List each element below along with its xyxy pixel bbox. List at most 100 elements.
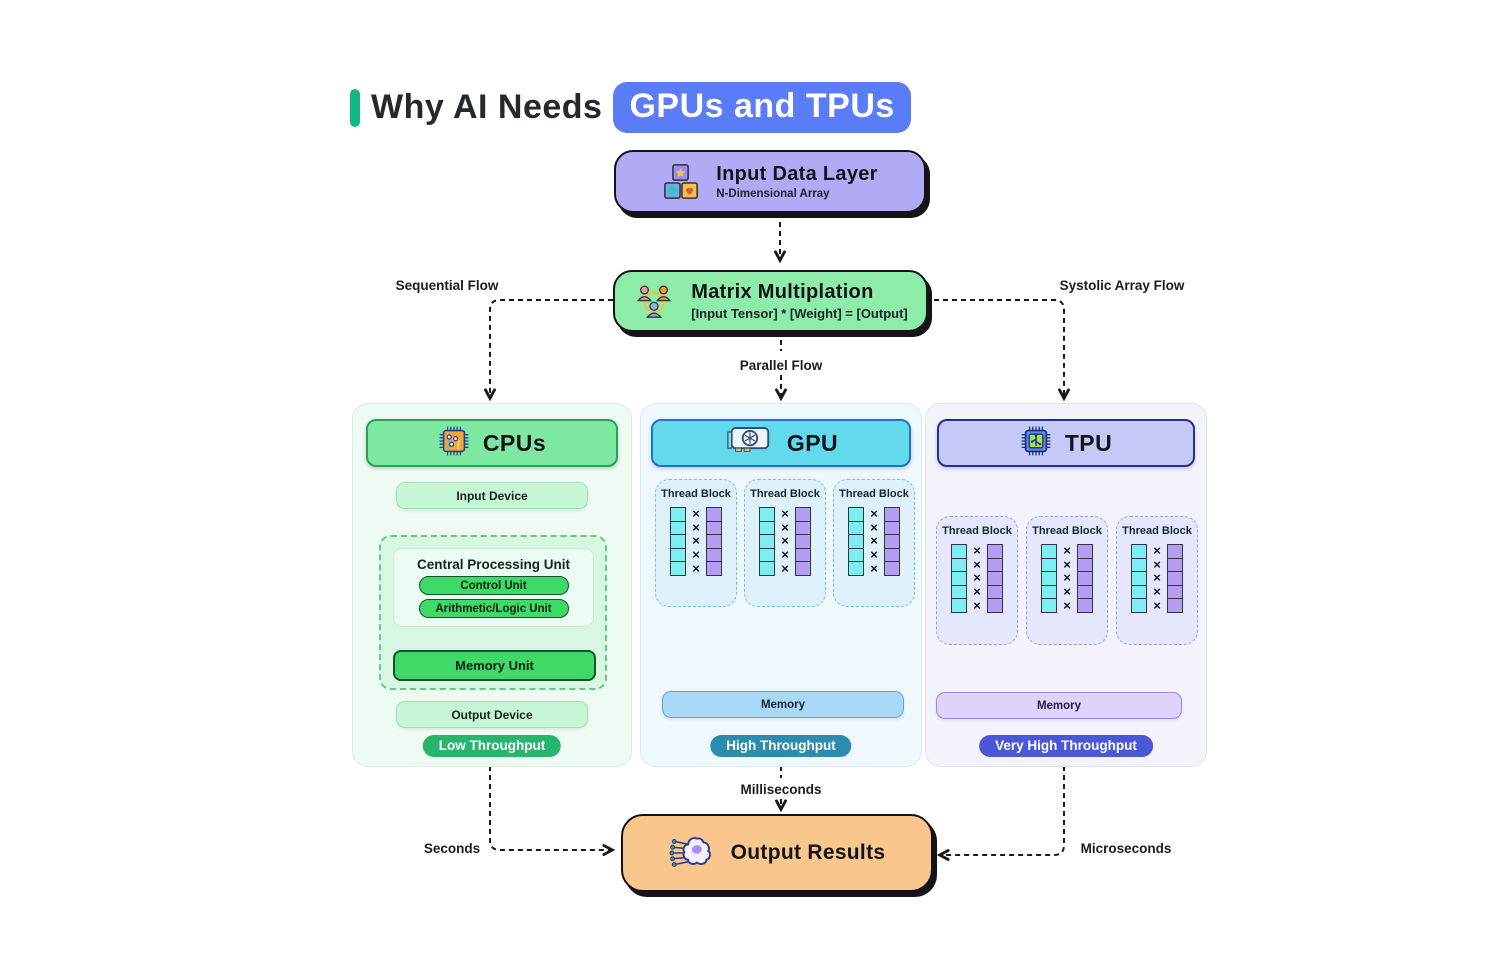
multiply-symbol: × <box>870 533 878 549</box>
tpu-thread-block-3: Thread Block ××××× <box>1116 516 1198 645</box>
weight-column <box>883 507 900 576</box>
input-node-text: Input Data Layer N-Dimensional Array <box>716 163 878 200</box>
weight-column <box>705 507 722 576</box>
matrix-node-subtitle: [Input Tensor] * [Weight] = [Output] <box>691 306 908 321</box>
arrow-tpu-to-output <box>941 766 1065 855</box>
purple-matrix-cell <box>883 547 900 563</box>
multiply-symbol: × <box>692 506 700 522</box>
cpu-header: CPUs <box>366 419 618 467</box>
cyan-matrix-cell <box>848 534 865 549</box>
control-unit-pill: Control Unit <box>418 576 569 595</box>
gpu-thread-block-3: Thread Block ××××× <box>833 479 915 607</box>
thread-block-label: Thread Block <box>839 488 909 500</box>
cpu-timing-label: Seconds <box>423 841 481 856</box>
cyan-matrix-cell <box>848 547 865 563</box>
cyan-matrix-cell <box>670 561 687 576</box>
multiply-symbol: × <box>781 560 789 576</box>
purple-matrix-cell <box>1076 544 1093 559</box>
alu-pill: Arithmetic/Logic Unit <box>418 599 569 618</box>
multiply-symbol: × <box>692 560 700 576</box>
multiply-symbol: × <box>1153 570 1161 586</box>
cpu-chip-icon <box>438 425 470 462</box>
multiply-column: ××××× <box>692 507 700 576</box>
cyan-matrix-cell <box>759 547 776 563</box>
weight-column <box>1076 544 1093 613</box>
multiply-symbol: × <box>870 519 878 535</box>
arrow-matrix-to-tpu <box>925 299 1064 397</box>
purple-matrix-cell <box>1076 598 1093 613</box>
cyan-matrix-cell <box>759 534 776 549</box>
cyan-matrix-cell <box>1041 598 1058 613</box>
multiply-symbol: × <box>870 546 878 562</box>
input-data-layer-node: Input Data Layer N-Dimensional Array <box>614 150 926 213</box>
purple-matrix-cell <box>883 534 900 549</box>
tpu-panel: TPU Thread Block ××××× Thread Block ××××… <box>925 403 1207 767</box>
gpu-memory-bar: Memory <box>662 691 904 718</box>
purple-matrix-cell <box>1076 571 1093 586</box>
tpu-header: TPU <box>937 419 1195 467</box>
cyan-matrix-cell <box>951 571 968 586</box>
multiply-symbol: × <box>973 597 981 613</box>
cpu-panel: CPUs Input Device Central Processing Uni… <box>352 403 632 767</box>
cpu-unit-title: Central Processing Unit <box>416 557 571 572</box>
multiply-symbol: × <box>692 533 700 549</box>
cyan-matrix-cell <box>1131 584 1148 600</box>
title-text: Why AI Needs <box>371 88 603 126</box>
cyan-matrix-cell <box>1041 571 1058 586</box>
cyan-matrix-cell <box>1041 584 1058 600</box>
purple-matrix-cell <box>986 584 1003 600</box>
purple-matrix-cell <box>883 520 900 536</box>
input-column <box>1131 544 1148 613</box>
purple-matrix-cell <box>705 547 722 563</box>
purple-matrix-cell <box>794 520 811 536</box>
multiply-symbol: × <box>781 546 789 562</box>
purple-matrix-cell <box>705 534 722 549</box>
multiply-symbol: × <box>973 556 981 572</box>
cyan-matrix-cell <box>951 584 968 600</box>
cpu-unit-container: Central Processing Unit Control Unit Ari… <box>379 535 607 690</box>
cyan-matrix-cell <box>670 547 687 563</box>
thread-block-label: Thread Block <box>661 488 731 500</box>
gpu-timing-label: Milliseconds <box>740 782 822 797</box>
brain-circuit-icon <box>669 833 715 873</box>
gpu-throughput-pill: High Throughput <box>710 735 852 757</box>
cyan-matrix-cell <box>1131 598 1148 613</box>
cyan-matrix-cell <box>759 507 776 522</box>
tpu-memory-bar: Memory <box>936 692 1182 719</box>
purple-matrix-cell <box>1076 557 1093 573</box>
purple-matrix-cell <box>705 561 722 576</box>
tpu-thread-block-2: Thread Block ××××× <box>1026 516 1108 645</box>
central-processing-unit-box: Central Processing Unit Control Unit Ari… <box>393 548 594 627</box>
cyan-matrix-cell <box>848 507 865 522</box>
purple-matrix-cell <box>794 534 811 549</box>
purple-matrix-cell <box>1166 571 1183 586</box>
thread-block-label: Thread Block <box>942 525 1012 537</box>
output-results-node: Output Results <box>621 814 933 892</box>
data-blocks-icon <box>662 163 700 201</box>
title-highlight-badge: GPUs and TPUs <box>613 82 911 133</box>
multiply-symbol: × <box>1063 570 1071 586</box>
multiply-column: ××××× <box>781 507 789 576</box>
purple-matrix-cell <box>1076 584 1093 600</box>
weight-column <box>986 544 1003 613</box>
purple-matrix-cell <box>705 507 722 522</box>
cyan-matrix-cell <box>670 520 687 536</box>
thread-block-label: Thread Block <box>1122 525 1192 537</box>
multiply-column: ××××× <box>1153 544 1161 613</box>
cyan-matrix-cell <box>951 557 968 573</box>
systolic-flow-label: Systolic Array Flow <box>1059 278 1185 293</box>
gpu-header: GPU <box>651 419 911 467</box>
cyan-matrix-cell <box>1131 544 1148 559</box>
multiply-symbol: × <box>692 519 700 535</box>
multiply-symbol: × <box>1063 583 1071 599</box>
purple-matrix-cell <box>705 520 722 536</box>
tpu-timing-label: Microseconds <box>1080 841 1172 856</box>
page-title: Why AI Needs GPUs and TPUs <box>350 82 911 133</box>
multiply-symbol: × <box>1153 583 1161 599</box>
cyan-matrix-cell <box>1131 571 1148 586</box>
multiply-column: ××××× <box>870 507 878 576</box>
multiply-symbol: × <box>870 506 878 522</box>
cyan-matrix-cell <box>1041 557 1058 573</box>
input-column <box>670 507 687 576</box>
